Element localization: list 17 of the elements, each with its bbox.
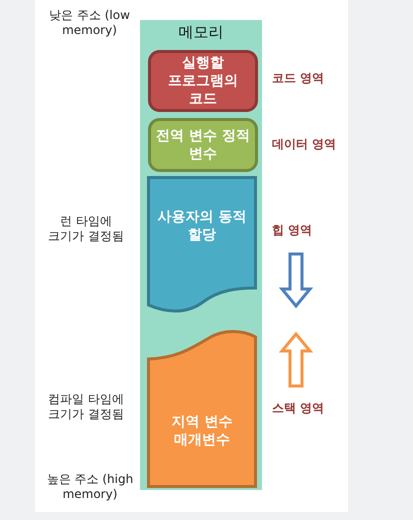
code-segment-box <box>148 50 258 112</box>
region-label: 코드 영역 <box>272 70 324 87</box>
data-segment-box <box>148 118 258 172</box>
column-title: 메모리 <box>178 23 224 41</box>
stack-segment-shape <box>147 328 257 488</box>
address-note: 높은 주소 (high memory) <box>46 472 134 502</box>
memory-column <box>140 20 262 490</box>
segment-label: 지역 변수 매개변수 <box>170 413 234 449</box>
region-label: 데이터 영역 <box>272 136 336 153</box>
segment-label: 사용자의 동적 할당 <box>156 208 248 244</box>
region-label: 힙 영역 <box>272 222 312 239</box>
size-note: 런 타임에 크기가 결정됨 <box>47 214 125 244</box>
segment-label: 전역 변수 정적 변수 <box>155 127 251 163</box>
segment-label: 실행할 프로그램의 코드 <box>167 54 239 108</box>
address-note: 낮은 주소 (low memory) <box>48 8 131 38</box>
region-label: 스택 영역 <box>272 400 324 417</box>
size-note: 컴파일 타임에 크기가 결정됨 <box>47 392 125 422</box>
